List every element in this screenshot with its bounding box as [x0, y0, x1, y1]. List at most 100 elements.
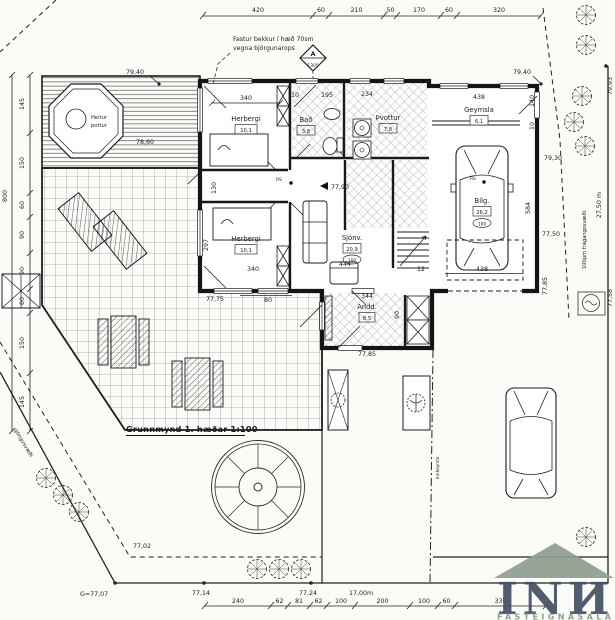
bottom-dimension-chain: 240 62 81 62 100 200 100 60 330: [201, 598, 550, 610]
dim: 90: [394, 311, 401, 319]
dim: 195: [321, 92, 333, 99]
dim: 210: [350, 7, 362, 14]
house: [187, 78, 540, 351]
dim: 50: [386, 7, 394, 14]
top-dimension-chain: 420 60 210 50 170 60 320: [199, 7, 545, 20]
boundary-length: 17,00m: [349, 590, 373, 597]
elevation: 78,60: [136, 139, 154, 146]
room-herbergi2: Herbergi: [231, 235, 261, 243]
dim: 60: [442, 598, 450, 605]
logo-subtitle: FASTEIGNASALA: [497, 613, 614, 620]
elevation: 77,50: [542, 231, 560, 238]
boundary-length: 27,50 m: [596, 192, 603, 218]
driveway-label: Innkeyrsla: [435, 456, 441, 479]
dim: 140: [529, 95, 536, 107]
logo-part: IN: [497, 574, 568, 620]
dim: 10: [529, 122, 536, 130]
manhole-symbol: [577, 291, 606, 316]
dim: 60: [19, 201, 26, 209]
title-text: Grunnmynd 1. hæðar 1:100: [126, 424, 258, 434]
room-area: 7,8: [384, 127, 392, 133]
room-bad: Bað: [300, 116, 313, 124]
dim: 330: [494, 598, 506, 605]
elevation: 77,75: [206, 296, 224, 303]
dim: 81: [295, 598, 303, 605]
lounge-chair: [92, 210, 148, 270]
smoke-detector-label: RS: [470, 176, 476, 182]
dim: 340: [240, 95, 252, 102]
section-number: 1305: [307, 63, 318, 69]
dim: 80: [264, 297, 272, 304]
elevation: 79,40: [513, 69, 531, 76]
lounge-chair: [57, 192, 113, 252]
strip-note: 100μm frágangssvæði: [581, 211, 588, 269]
logo-text: INИI: [497, 574, 615, 620]
room-area: 10,1: [240, 248, 252, 254]
room-area: 26,2: [476, 210, 488, 216]
dim: 62: [275, 598, 283, 605]
spoked-circle-feature: [211, 440, 305, 534]
note-line-1: Fastur bekkur í hæð 70sm: [233, 35, 314, 43]
room-area: 20,9: [346, 247, 358, 253]
room-geymsla: Geymsla: [464, 106, 494, 114]
elevation: 79,40: [126, 69, 144, 76]
dim: 200: [376, 598, 388, 605]
dim: 240: [232, 598, 244, 605]
dim: 100: [418, 598, 430, 605]
dim: 90: [19, 267, 26, 275]
dim: 150: [19, 157, 26, 169]
windows: [197, 78, 540, 351]
dim: 420: [252, 7, 264, 14]
elevation: 77,24: [299, 590, 317, 597]
elevation: 79,30: [544, 155, 562, 162]
elevation: 77,14: [192, 590, 210, 597]
logo-part-reversed-n: И: [568, 574, 615, 620]
dim: 344: [361, 293, 373, 300]
tiled-terrace: [41, 167, 323, 431]
hot-tub-label-1: Heitur: [91, 115, 108, 121]
hot-tub: Heitur pottur: [48, 83, 124, 159]
dim: 10: [291, 92, 299, 99]
elevation: G=77,07: [80, 591, 108, 598]
dim: 62: [314, 598, 322, 605]
elevation: 79,93: [607, 77, 614, 95]
agency-logo: INИI FASTEIGNASALA: [494, 543, 615, 620]
hot-tub-label-2: pottur: [91, 123, 108, 129]
dim: 145: [19, 396, 26, 408]
dim: 100: [335, 598, 347, 605]
room-andd: Andd.: [357, 303, 377, 311]
dim: 130: [211, 182, 218, 194]
elevation: 77,90: [331, 184, 349, 191]
picnic-table: [171, 357, 224, 411]
interior-dimensions: 340 10 195 234 438 130 297 340 444 12 43…: [203, 91, 536, 319]
room-area: 6,1: [475, 119, 483, 125]
dim: 297: [203, 239, 210, 251]
logo-roof: [494, 543, 614, 578]
note-line-2: vegna björgunarops: [233, 45, 295, 52]
dim: 444: [339, 261, 351, 268]
elevation: 77,58: [607, 289, 614, 307]
drawing-title: Grunnmynd 1. hæðar 1:100: [126, 424, 258, 436]
dim: 320: [493, 7, 505, 14]
stairs: [397, 231, 429, 269]
room-bilg: Bílg.: [475, 197, 490, 205]
dim: 340: [247, 266, 259, 273]
room-sjonv: Sjónv.: [342, 234, 362, 242]
dim-total: 800: [2, 190, 9, 202]
site-boundary-lines: [0, 0, 609, 585]
section-marker: A 1305: [299, 44, 327, 81]
spot-elevations: 79,40 79,40 78,60 77,90 79,30 77,50 77,8…: [80, 69, 614, 598]
dim: 60: [317, 7, 325, 14]
floor-code: 100: [348, 258, 357, 264]
smoke-detector-label: RS: [276, 177, 282, 183]
dim: 90: [19, 231, 26, 239]
dim: 438: [473, 94, 485, 101]
picnic-table: [97, 315, 150, 369]
dim: 170: [413, 7, 425, 14]
wood-deck: Heitur pottur: [41, 75, 201, 169]
room-herbergi1: Herbergi: [231, 115, 261, 123]
room-labels: Herbergi 10,1 Bað 3,8 Þvottur 7,8 Geymsl…: [231, 106, 494, 323]
section-letter: A: [311, 51, 316, 58]
room-thvottur: Þvottur: [376, 114, 401, 122]
